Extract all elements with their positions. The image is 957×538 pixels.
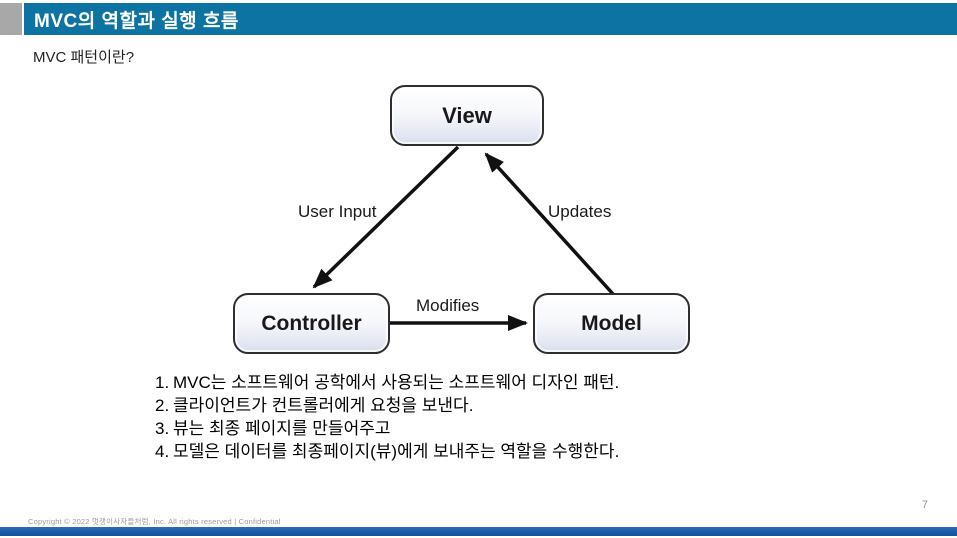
controller-node-label: Controller	[261, 311, 362, 335]
diagram-node-controller: Controller	[233, 293, 390, 354]
mvc-diagram: View Controller Model User Input Updates…	[230, 75, 700, 365]
slide-subtitle: MVC 패턴이란?	[33, 49, 135, 66]
model-node-label: Model	[581, 311, 642, 335]
list-item: 4. 모델은 데이터를 최종페이지(뷰)에게 보내주는 역할을 수행한다.	[155, 440, 619, 463]
list-item-text: MVC는 소프트웨어 공학에서 사용되는 소프트웨어 디자인 패턴.	[173, 373, 620, 392]
list-item-number: 1.	[155, 373, 170, 392]
list-item-text: 클라이언트가 컨트롤러에게 요청을 보낸다.	[173, 396, 474, 415]
corner-accent-block	[0, 3, 22, 35]
list-item-number: 2.	[155, 396, 170, 415]
slide-title: MVC의 역할과 실행 흐름	[34, 10, 239, 32]
diagram-node-model: Model	[533, 293, 690, 354]
arrow-model-to-view	[484, 152, 615, 296]
edge-label-modifies: Modifies	[416, 296, 480, 315]
diagram-node-view: View	[390, 85, 544, 146]
title-bar: MVC의 역할과 실행 흐름	[24, 3, 957, 35]
list-item-number: 3.	[155, 419, 170, 438]
list-item: 2. 클라이언트가 컨트롤러에게 요청을 보낸다.	[155, 394, 619, 417]
bottom-accent-bar	[0, 527, 957, 536]
edge-label-updates: Updates	[548, 202, 612, 221]
edge-label-user-input: User Input	[298, 202, 377, 221]
list-item: 3. 뷰는 최종 페이지를 만들어주고	[155, 417, 619, 440]
diagram-arrows-canvas	[312, 145, 615, 331]
list-item-number: 4.	[155, 442, 170, 461]
notes-list: 1. MVC는 소프트웨어 공학에서 사용되는 소프트웨어 디자인 패턴. 2.…	[155, 371, 619, 463]
list-item-text: 뷰는 최종 페이지를 만들어주고	[173, 419, 391, 438]
arrow-view-to-controller	[312, 145, 460, 289]
view-node-label: View	[442, 102, 492, 128]
page-number: 7	[921, 499, 928, 511]
list-item: 1. MVC는 소프트웨어 공학에서 사용되는 소프트웨어 디자인 패턴.	[155, 371, 619, 394]
list-item-text: 모델은 데이터를 최종페이지(뷰)에게 보내주는 역할을 수행한다.	[173, 442, 620, 461]
footer-copyright: Copyright © 2022 멋쟁이사자들처럼, Inc. All righ…	[28, 517, 281, 526]
